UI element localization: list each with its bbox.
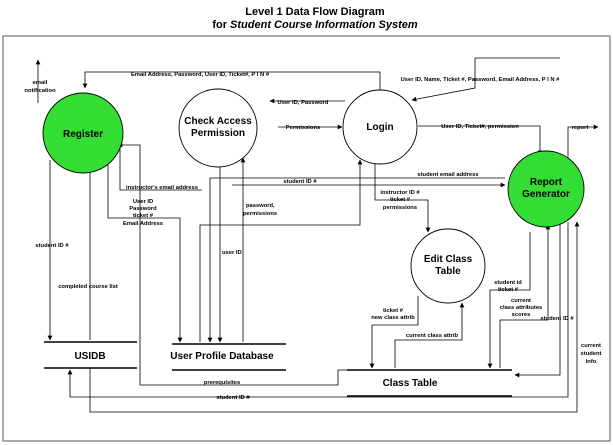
- label-ticket-new-class-1: ticket #: [383, 308, 404, 314]
- diagram-title: Level 1 Data Flow Diagram: [245, 6, 385, 18]
- flow-current-attr-scores: [499, 224, 551, 368]
- label-email-notification-1: email: [33, 80, 48, 86]
- process-edit-class-table-label-2: Table: [435, 266, 461, 277]
- label-user-id-down: user ID: [222, 250, 242, 256]
- label-student-id-right: student ID #: [540, 316, 574, 322]
- flow-instructor-id: [374, 160, 431, 233]
- label-student-id-left: student ID #: [35, 243, 69, 249]
- label-current-student-info-1: current: [581, 343, 601, 349]
- flow-prerequisites: [117, 142, 348, 386]
- flow-instructors-email: [117, 139, 202, 191]
- label-email-notification-2: notification: [24, 88, 56, 94]
- label-instr-ticket: ticket #: [390, 197, 411, 203]
- process-report-generator-label-1: Report: [530, 177, 563, 188]
- label-email-password-top: Email Address, Password, User ID, Ticket…: [131, 72, 270, 78]
- label-completed-course-list: completed course list: [58, 284, 118, 290]
- label-current-attr-scores-2: class attributes: [500, 305, 543, 311]
- flow-user-id-ticket-permission: [418, 125, 543, 156]
- label-password-perm-2: permissions: [243, 211, 277, 217]
- store-usidb-label: USIDB: [74, 351, 105, 362]
- label-report: report: [572, 125, 589, 131]
- flow-email-password-top: [82, 71, 381, 96]
- label-current-class-attrib: current class attrib: [406, 333, 459, 339]
- label-current-attr-scores-1: current: [511, 298, 531, 304]
- process-login-label: Login: [366, 122, 393, 133]
- diagram-subtitle: for Student Course Information System: [212, 19, 418, 31]
- process-check-access-label-1: Check Access: [184, 116, 252, 127]
- process-check-access: [178, 88, 258, 168]
- label-current-student-info-3: info: [586, 359, 597, 365]
- process-edit-class-table-label-1: Edit Class: [424, 254, 473, 265]
- label-reg-user-id: User ID: [133, 199, 153, 205]
- label-student-id-ticket-2: ticket #: [498, 287, 519, 293]
- label-permissions: Permissions: [286, 125, 320, 131]
- flow-student-id-bottom: [67, 222, 569, 398]
- label-reg-ticket: ticket #: [133, 213, 154, 219]
- label-instr-permissions: permissions: [383, 205, 417, 211]
- store-user-profile-label: User Profile Database: [170, 351, 274, 362]
- flow-student-id-right: [514, 222, 561, 378]
- label-student-id-ticket-1: student id: [494, 280, 522, 286]
- process-edit-class-table: [410, 228, 486, 304]
- label-current-attr-scores-3: scores: [512, 312, 531, 318]
- label-user-info-top: User ID, Name, Ticket #, Password, Email…: [401, 77, 561, 83]
- flow-student-id-ticket: [487, 232, 531, 369]
- process-check-access-label-2: Permission: [191, 128, 245, 139]
- label-password-perm-1: password,: [246, 203, 275, 209]
- label-prerequisites: prerequisites: [204, 380, 240, 386]
- label-current-student-info-2: student: [581, 351, 602, 357]
- process-report-generator-label-2: Generator: [522, 189, 570, 200]
- process-login: [342, 89, 418, 165]
- label-student-email-address: student email address: [417, 172, 478, 178]
- label-instructors-email: instructor's email address: [126, 185, 198, 191]
- flow-register-to-user-profile: [107, 160, 183, 343]
- flow-user-info-top: [411, 57, 560, 102]
- process-report-generator: [507, 150, 585, 228]
- label-student-id-1: student ID #: [283, 179, 317, 185]
- label-reg-password: Password: [129, 206, 157, 212]
- flow-user-profile-to-login: [199, 159, 363, 342]
- flow-current-class-attrib: [394, 302, 465, 368]
- label-instructor-id: instructor ID #: [380, 190, 420, 196]
- process-register: [42, 92, 124, 174]
- label-ticket-new-class-2: new class attrib: [371, 315, 415, 321]
- flow-current-student-info: [89, 221, 580, 413]
- label-user-id-password: User ID, Password: [278, 100, 329, 106]
- label-reg-email: Email Address: [123, 221, 163, 227]
- label-student-id-bottom: student ID #: [216, 395, 250, 401]
- flow-report: [567, 124, 599, 158]
- flow-student-email-address: [207, 177, 505, 343]
- store-class-table-label: Class Table: [383, 378, 438, 389]
- flow-ticket-new-class: [369, 296, 419, 369]
- process-register-label: Register: [63, 129, 103, 140]
- label-user-id-ticket-permission: User ID, Ticket#, permission: [441, 124, 519, 130]
